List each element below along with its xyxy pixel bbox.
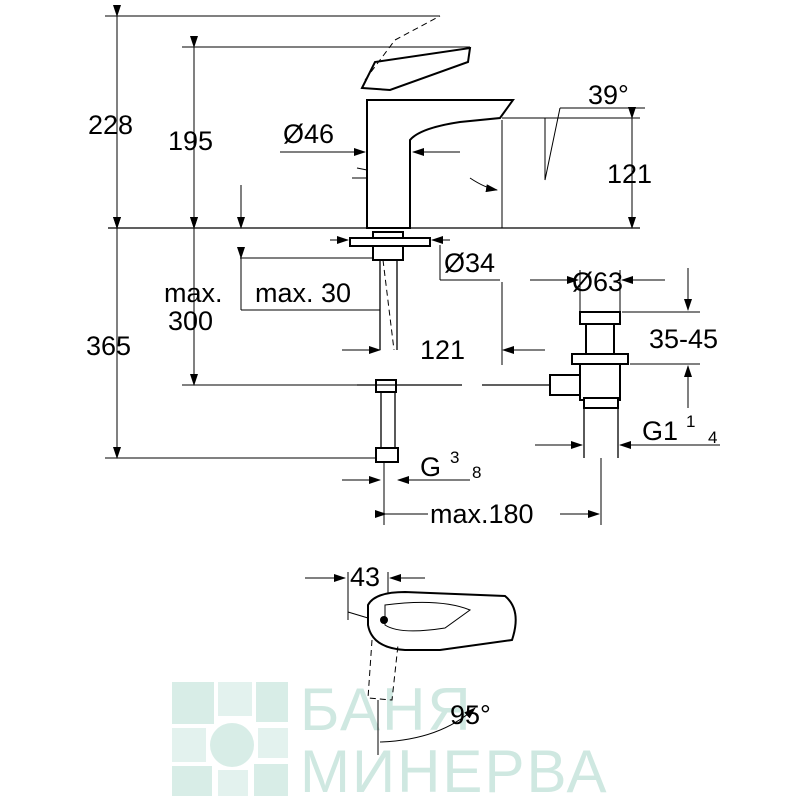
label-mount-hole: Ø34 [444,248,495,278]
label-waste-thread-den: 4 [708,428,717,447]
label-max-300-line1: max. [164,278,223,308]
label-max-300-line2: 300 [168,306,213,336]
label-waste-head: Ø63 [572,267,623,297]
label-lever-angle: 39° [588,80,629,110]
faucet-body [352,15,515,229]
dimension-labels: 228 195 Ø46 39° 121 Ø34 max. 30 max. 300… [86,80,718,730]
left-dimensions [105,5,470,459]
label-waste-thread: G1 [642,416,678,446]
label-max-30: max. 30 [255,278,351,308]
watermark-line1: БАНЯ [300,676,473,743]
label-waste-max: max.180 [430,499,534,529]
label-projection: 121 [607,159,652,189]
waste-dimension-lines [342,268,720,525]
label-body-diameter: Ø46 [283,119,334,149]
label-waste-projection: 121 [420,335,465,365]
label-spout-height: 195 [168,126,213,156]
mounting-hoses [349,231,553,463]
label-plan-rotation: 95° [450,700,491,730]
label-waste-thread-num: 1 [686,412,695,431]
watermark-line2: МИНЕРВА [300,738,609,800]
label-below-deck: 365 [86,331,131,361]
label-plan-offset: 43 [350,562,380,592]
watermark-logo [172,682,288,796]
label-hose-thread-num: 3 [450,448,459,467]
label-waste-height: 35-45 [649,324,718,354]
waste-fitting [549,311,629,458]
label-hose-thread: G [420,452,441,482]
watermark: БАНЯ МИНЕРВА [172,676,609,800]
label-total-height: 228 [88,110,133,140]
faucet-dimension-lines [280,107,645,365]
plan-view [305,572,517,755]
label-hose-thread-den: 8 [472,463,481,482]
